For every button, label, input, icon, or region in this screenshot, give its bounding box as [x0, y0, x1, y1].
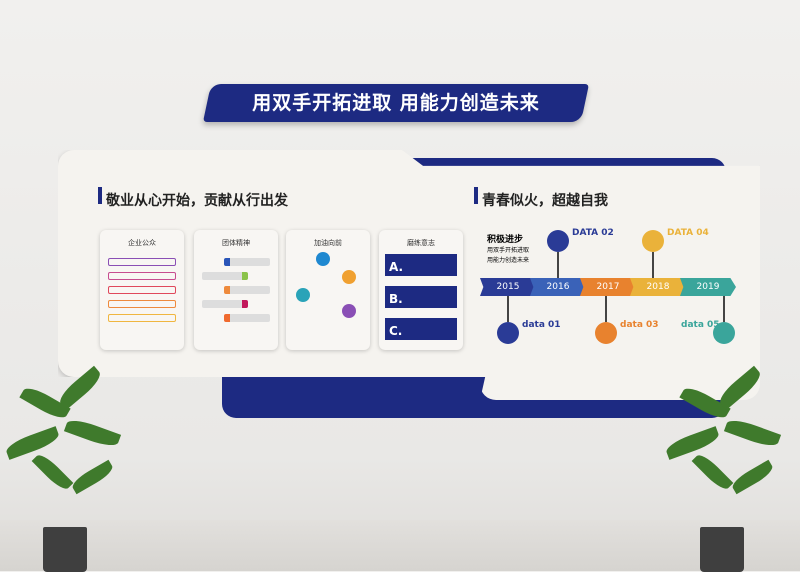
leaf: [729, 459, 776, 495]
card-4: 磨练意志 A. B. C.: [379, 230, 463, 350]
milestone-icon: [713, 322, 735, 344]
section-mark: [98, 187, 102, 204]
slogan-line: 用双手开拓进取: [487, 247, 530, 254]
milestone-label: data 01: [522, 320, 561, 330]
card-1: 企业公众: [100, 230, 184, 350]
display-panel-lower: [480, 300, 760, 400]
leaf: [3, 426, 62, 460]
plant-pot-right: [700, 527, 744, 572]
banner-title: 用双手开拓进取 用能力创造未来: [252, 92, 540, 114]
plant-pot-left: [43, 527, 87, 572]
list-item: [224, 314, 270, 322]
timeline-year: 2016: [530, 278, 586, 296]
timeline-year: 2019: [680, 278, 736, 296]
milestone-label: DATA 04: [667, 228, 709, 238]
card-title: 磨练意志: [407, 239, 435, 247]
list-item: B.: [385, 286, 457, 308]
plant-right: [660, 365, 790, 525]
timeline-year: 2017: [580, 278, 636, 296]
plant-left: [0, 365, 130, 525]
list-item: A.: [385, 254, 457, 276]
list-item: C.: [385, 318, 457, 340]
timeline-stem: [605, 296, 607, 322]
list-item: [108, 314, 176, 322]
milestone-icon: [595, 322, 617, 344]
left-section-title: 敬业从心开始，贡献从行出发: [106, 193, 288, 209]
list-item: [224, 286, 270, 294]
milestone-label: DATA 02: [572, 228, 614, 238]
leaf: [31, 451, 74, 493]
list-item: [108, 300, 176, 308]
list-item: [108, 258, 176, 266]
hex-dot: [316, 252, 330, 266]
hex-dot: [342, 270, 356, 284]
milestone-label: data 03: [620, 320, 659, 330]
list-item: [108, 286, 176, 294]
leaf: [691, 451, 734, 493]
leaf: [723, 416, 782, 450]
timeline-year: 2018: [630, 278, 686, 296]
timeline-stem: [507, 296, 509, 322]
card-title: 团体精神: [222, 239, 250, 247]
milestone-label: data 05: [681, 320, 720, 330]
timeline-year: 2015: [480, 278, 536, 296]
milestone-icon: [642, 230, 664, 252]
hex-dot: [296, 288, 310, 302]
milestone-icon: [547, 230, 569, 252]
leaf: [663, 426, 722, 460]
list-item: [202, 300, 248, 308]
leaf: [69, 459, 116, 495]
section-mark: [474, 187, 478, 204]
slogan-line: 用能力创造未来: [487, 257, 530, 264]
card-2: 团体精神: [194, 230, 278, 350]
card-3: 加油向前: [286, 230, 370, 350]
hex-dot: [342, 304, 356, 318]
milestone-icon: [497, 322, 519, 344]
card-title: 企业公众: [128, 239, 156, 247]
timeline-stem: [652, 252, 654, 278]
list-item: [224, 258, 270, 266]
card-title: 加油向前: [314, 239, 342, 247]
timeline-stem: [723, 296, 725, 322]
right-section-title: 青春似火，超越自我: [482, 193, 608, 209]
floor: [0, 520, 800, 571]
list-item: [108, 272, 176, 280]
leaf: [63, 416, 122, 450]
timeline-stem: [557, 252, 559, 278]
timeline-subtitle: 积极进步: [487, 235, 524, 245]
list-item: [202, 272, 248, 280]
